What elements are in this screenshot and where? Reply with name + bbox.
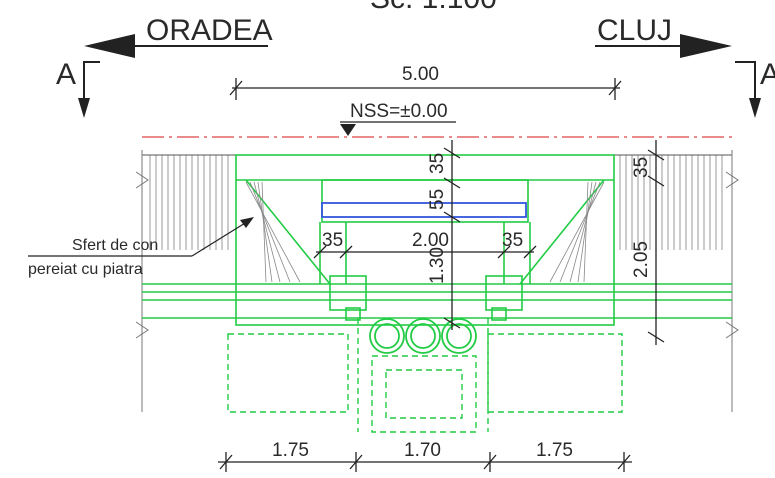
dim-beam-layer-label: 55 [427, 189, 448, 210]
dim-foundation-widths [218, 452, 632, 472]
deck-beam [321, 202, 527, 218]
dim-side-vertical [647, 140, 665, 345]
section-letter-right: A [760, 58, 775, 91]
dim-total-width [229, 78, 622, 100]
direction-arrow-right [595, 34, 732, 58]
dim-inner-span [313, 245, 537, 259]
scale-label: Sc. 1:100 [370, 0, 497, 15]
level-marker [340, 121, 456, 136]
dim-side-top-label: 35 [631, 157, 652, 178]
section-mark-left [78, 61, 100, 118]
direction-label-right: CLUJ [597, 14, 672, 47]
dim-total-width-label: 5.00 [402, 64, 439, 85]
note-line-2: pereiat cu piatra [28, 261, 143, 278]
cone-hatch-left [245, 181, 301, 283]
break-marks [135, 171, 739, 339]
cone-hatch-right [549, 181, 605, 283]
dim-central-vertical [443, 140, 461, 330]
section-mark-right [735, 61, 761, 118]
section-letter-left: A [56, 58, 76, 91]
dim-foot-left-label: 1.75 [272, 440, 309, 461]
note-leader [28, 217, 254, 257]
direction-arrow-left [84, 34, 268, 58]
direction-label-left: ORADEA [146, 14, 273, 47]
pipes [369, 318, 477, 354]
boundary-lines [141, 150, 733, 412]
dim-top-layer-label: 35 [427, 153, 448, 174]
foundations [227, 318, 623, 433]
dim-wall-right-label: 35 [502, 230, 523, 251]
level-label: NSS=±0.00 [350, 101, 448, 122]
dim-wall-left-label: 35 [322, 230, 343, 251]
dim-depth-label: 1.30 [427, 247, 448, 284]
dim-side-depth-label: 2.05 [631, 241, 652, 278]
soil-hatch-left [149, 155, 229, 250]
dim-foot-right-label: 1.75 [536, 440, 573, 461]
dim-inner-span-label: 2.00 [412, 230, 449, 251]
dim-foot-mid-label: 1.70 [404, 440, 441, 461]
note-line-1: Sfert de con [72, 237, 158, 254]
soil-hatch-right [619, 155, 723, 250]
